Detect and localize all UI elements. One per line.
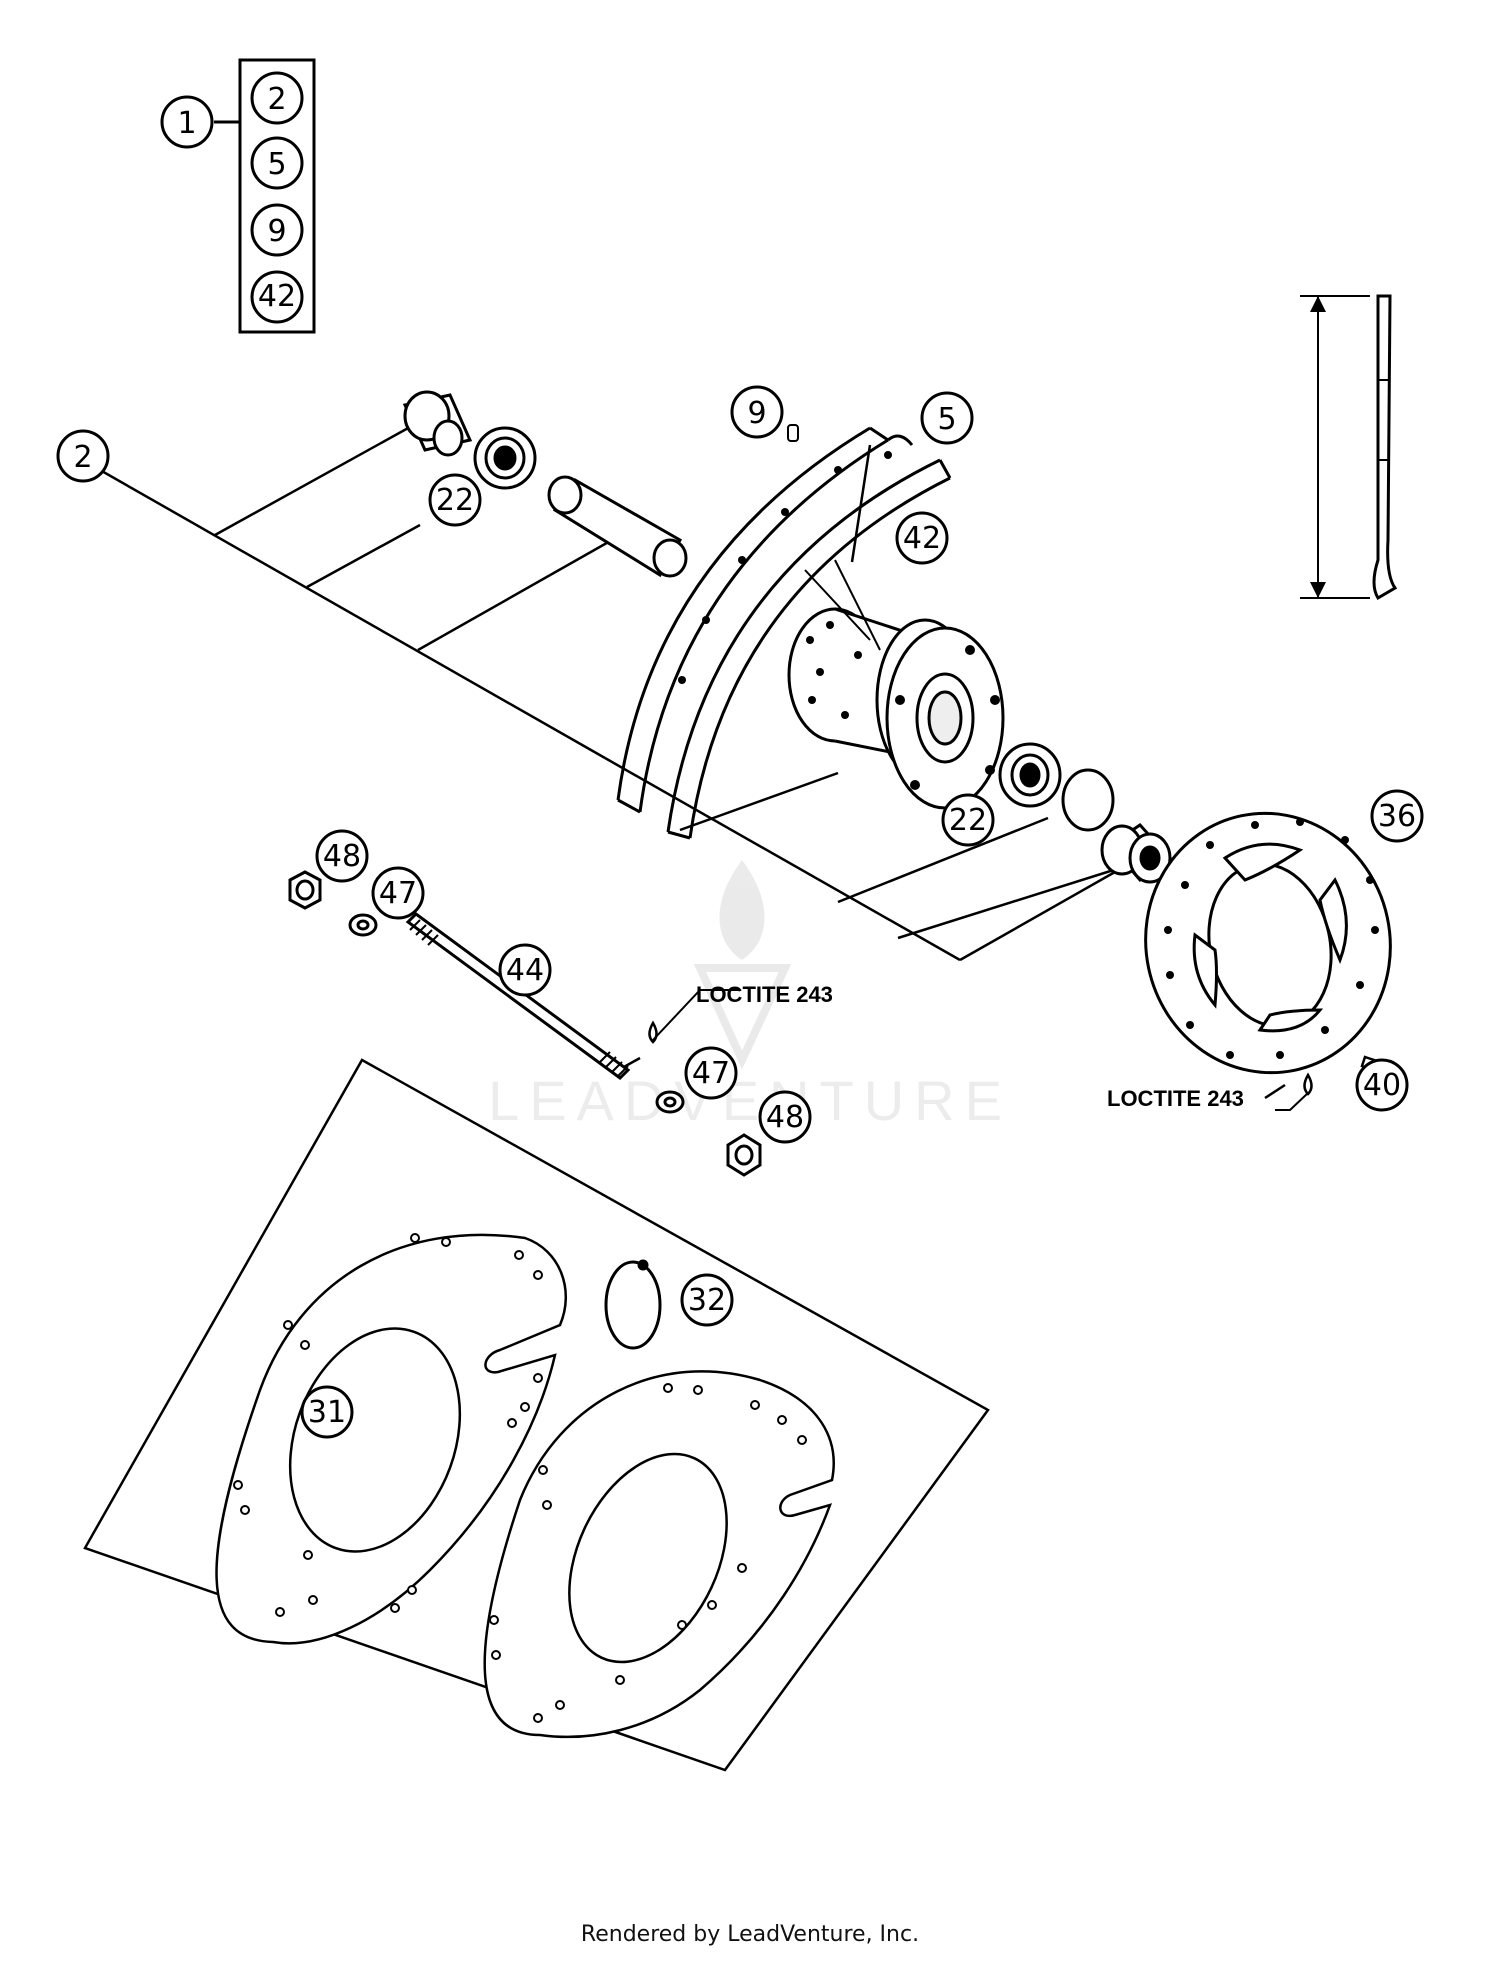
svg-text:22: 22 (436, 483, 474, 518)
callout-nut-left[interactable]: 48 (315, 829, 369, 883)
watermark-text: LEADVENTURE (488, 1069, 1012, 1132)
callout-rim[interactable]: 5 (920, 391, 974, 445)
washer-left (348, 913, 378, 937)
svg-text:42: 42 (903, 521, 941, 556)
callout-kit[interactable]: 1 (160, 95, 214, 149)
svg-text:22: 22 (949, 803, 987, 838)
kit-group: 1 2 5 9 42 (160, 58, 316, 334)
spoke-illustration (1300, 294, 1398, 601)
watermark-flame-icon (719, 860, 765, 960)
kit-item-2[interactable]: 5 (250, 136, 304, 190)
bearing-top (473, 426, 537, 490)
axle (405, 912, 631, 1080)
kit-box (238, 58, 316, 334)
callout-disc-bolt[interactable]: 40 (1355, 1058, 1409, 1112)
callout-bearing-top[interactable]: 22 (428, 473, 482, 527)
callout-brake-disc[interactable]: 36 (1370, 789, 1424, 843)
callout-circlip[interactable]: 32 (680, 1273, 734, 1327)
loctite-note-axle: LOCTITE 243 (696, 982, 833, 1007)
svg-text:32: 32 (688, 1283, 726, 1318)
nut-right (726, 1133, 762, 1177)
svg-text:48: 48 (323, 839, 361, 874)
svg-text:48: 48 (766, 1100, 804, 1135)
svg-text:9: 9 (267, 214, 286, 249)
callout-washer-left[interactable]: 47 (371, 866, 425, 920)
callout-valve[interactable]: 9 (730, 385, 784, 439)
svg-text:42: 42 (258, 279, 296, 314)
svg-text:47: 47 (379, 876, 417, 911)
svg-text:31: 31 (308, 1395, 346, 1430)
circlip (604, 1259, 662, 1350)
wheel-rim (616, 426, 952, 840)
callout-rim-tape[interactable]: 31 (300, 1385, 354, 1439)
spacer-top (402, 390, 473, 457)
svg-text:2: 2 (73, 440, 92, 475)
footer-credit: Rendered by LeadVenture, Inc. (580, 1922, 920, 1947)
loctite-drop-icon (1303, 1072, 1313, 1096)
callout-nut-right[interactable]: 48 (758, 1090, 812, 1144)
brake-disc (1144, 811, 1392, 1075)
callout-axle[interactable]: 44 (498, 943, 552, 997)
nut-left (288, 870, 322, 910)
wheel-hub (787, 559, 1005, 810)
svg-text:47: 47 (692, 1056, 730, 1091)
svg-text:9: 9 (747, 396, 766, 431)
valve (787, 424, 799, 442)
leader-lines (99, 425, 1286, 1412)
callout-spoke[interactable]: 42 (895, 511, 949, 565)
callout-bearing-bottom[interactable]: 22 (941, 793, 995, 847)
svg-text:1: 1 (177, 106, 196, 141)
svg-text:5: 5 (267, 147, 286, 182)
washer-right (655, 1090, 685, 1114)
svg-text:5: 5 (937, 402, 956, 437)
rim-tape-sheet (83, 1058, 990, 1772)
hub-sleeve (547, 475, 688, 578)
spacer-right (1100, 823, 1173, 884)
watermark-v-icon (693, 964, 792, 1070)
callout-spacer-left[interactable]: 2 (56, 429, 110, 483)
kit-item-3[interactable]: 9 (250, 203, 304, 257)
svg-text:40: 40 (1363, 1068, 1401, 1103)
callout-washer-right[interactable]: 47 (684, 1046, 738, 1100)
svg-text:2: 2 (267, 82, 286, 117)
kit-item-4[interactable]: 42 (250, 270, 304, 324)
svg-text:36: 36 (1378, 799, 1416, 834)
loctite-note-disc: LOCTITE 243 (1107, 1086, 1244, 1111)
watermark: LEADVENTURE (488, 860, 1012, 1132)
kit-item-1[interactable]: 2 (250, 71, 304, 125)
svg-text:44: 44 (506, 953, 544, 988)
bearing-bottom (998, 742, 1062, 808)
spoke-shape (1372, 294, 1398, 601)
rim-spoke-holes (678, 451, 892, 684)
circlip-small (1061, 768, 1115, 832)
